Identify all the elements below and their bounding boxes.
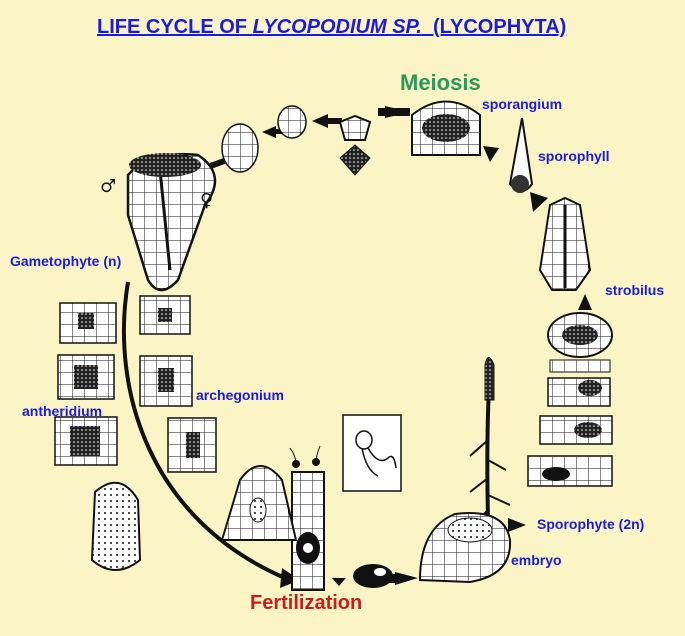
- gametophyte-label: Gametophyte (n): [10, 253, 122, 269]
- strobilus-label: strobilus: [605, 282, 665, 298]
- young-sporophyte-figure: [469, 357, 511, 523]
- antheridium-label: antheridium: [22, 403, 103, 419]
- embryo-label: embryo: [511, 552, 562, 568]
- sporophyll-label: sporophyll: [538, 148, 610, 164]
- sperm-inset: [342, 414, 402, 492]
- page-title: LIFE CYCLE OF LYCOPODIUM SP. (LYCOPHYTA): [97, 16, 566, 39]
- archegonium-with-egg-figure: [289, 445, 325, 591]
- male-symbol-icon: ♂: [100, 176, 117, 197]
- sporangium-label: sporangium: [482, 96, 563, 112]
- female-symbol-icon: ♀: [200, 190, 214, 211]
- strobilus-figure: [538, 196, 592, 291]
- developing-archegonium-figure: [220, 465, 298, 541]
- zygote-figure: [353, 564, 393, 588]
- gametophyte-to-fertilization-arrow: [121, 281, 300, 588]
- archegonium-sequence-figures: [139, 295, 217, 473]
- title-species: LYCOPODIUM SP.: [252, 16, 422, 38]
- gametophyte-figure: [126, 153, 217, 292]
- sporangium-development-figures: [527, 312, 613, 487]
- spore-stages-figures: [221, 105, 372, 176]
- fertilization-label: Fertilization: [250, 592, 363, 614]
- sporangium-figure: [411, 100, 481, 156]
- sporophyte-label: Sporophyte (2n): [537, 516, 645, 532]
- archegonium-label: archegonium: [196, 387, 284, 403]
- antheridium-sequence-figures: [54, 302, 142, 571]
- embryo-figure: [418, 512, 512, 584]
- sporophyll-figure: [508, 117, 534, 193]
- meiosis-label: Meiosis: [400, 70, 481, 95]
- title-prefix: LIFE CYCLE OF: [97, 16, 253, 38]
- title-suffix: (LYCOPHYTA): [421, 16, 567, 38]
